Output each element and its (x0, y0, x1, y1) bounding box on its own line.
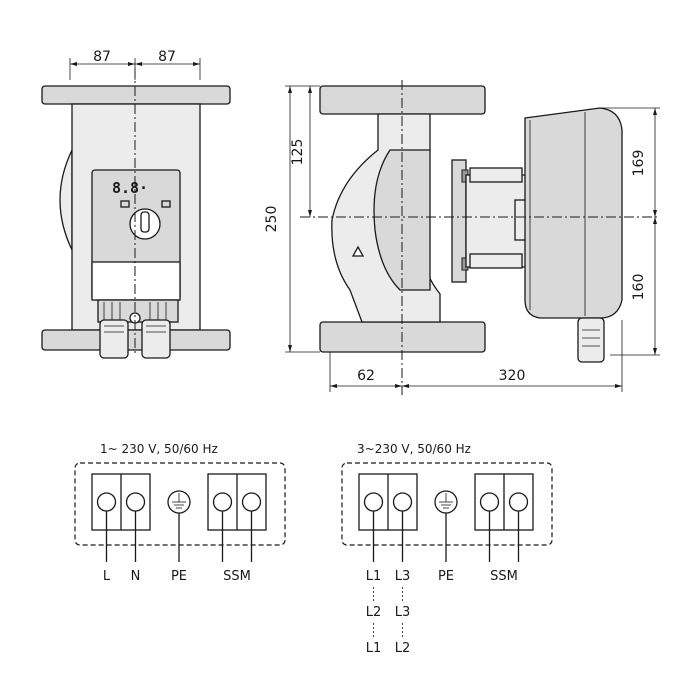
top-flange (41, 85, 231, 105)
led-display: 8.8· (112, 179, 148, 197)
label-l: L (103, 569, 111, 584)
front-view: 87 87 8.8· (41, 49, 231, 359)
dim-motor-lower: 160 (631, 274, 647, 301)
wiring-1ph-header: 1~ 230 V, 50/60 Hz (100, 442, 218, 456)
display-button-left (120, 200, 130, 208)
dim-motor-upper: 169 (631, 150, 647, 177)
cable-gland-left (99, 319, 129, 359)
wiring-single-phase: 1~ 230 V, 50/60 Hz L N PE SSM (74, 442, 286, 584)
wiring-3ph-header: 3~230 V, 50/60 Hz (357, 442, 471, 456)
label-pe: PE (171, 569, 187, 584)
wiring-3ph-box (341, 462, 553, 546)
label-l2-alt2: L2 (395, 641, 411, 656)
terminal-cover (91, 261, 181, 301)
dim-upper-height: 125 (290, 139, 306, 166)
cable-gland-right (141, 319, 171, 359)
knob-grip (140, 211, 150, 233)
wiring-1ph-box (74, 462, 286, 546)
terminal-l3 (392, 492, 413, 512)
label-pe-3ph: PE (438, 569, 454, 584)
electronics-module (524, 107, 623, 319)
bottom-flange (41, 329, 231, 351)
dim-total-height: 250 (264, 206, 280, 233)
wiring-three-phase: 3~230 V, 50/60 Hz L1 L3 PE SSM L2 L3 (341, 442, 553, 656)
label-ssm-3ph: SSM (490, 569, 518, 584)
dim-front-right: 87 (158, 49, 176, 65)
terminal-ssm-3ph-1 (479, 492, 500, 512)
label-l1: L1 (366, 569, 382, 584)
terminal-l (96, 492, 117, 512)
label-l3-alt: L3 (395, 605, 411, 620)
flow-direction-arrow (351, 245, 365, 257)
terminal-ssm-2 (241, 492, 262, 512)
terminal-l1 (363, 492, 384, 512)
dim-front-left: 87 (93, 49, 111, 65)
label-n: N (131, 569, 141, 584)
motor-bulge (59, 149, 73, 251)
display-button-right (161, 200, 171, 208)
label-l2-alt: L2 (366, 605, 382, 620)
terminal-ssm-3ph-2 (508, 492, 529, 512)
dim-motor-length: 320 (499, 368, 526, 384)
dim-flange-offset: 62 (357, 368, 375, 384)
label-ssm: SSM (223, 569, 251, 584)
terminal-ssm-1 (212, 492, 233, 512)
side-cable-gland (577, 317, 605, 363)
terminal-n (125, 492, 146, 512)
label-l1-alt: L1 (366, 641, 382, 656)
side-view: 250 125 169 160 62 320 (264, 80, 660, 395)
label-l3: L3 (395, 569, 411, 584)
